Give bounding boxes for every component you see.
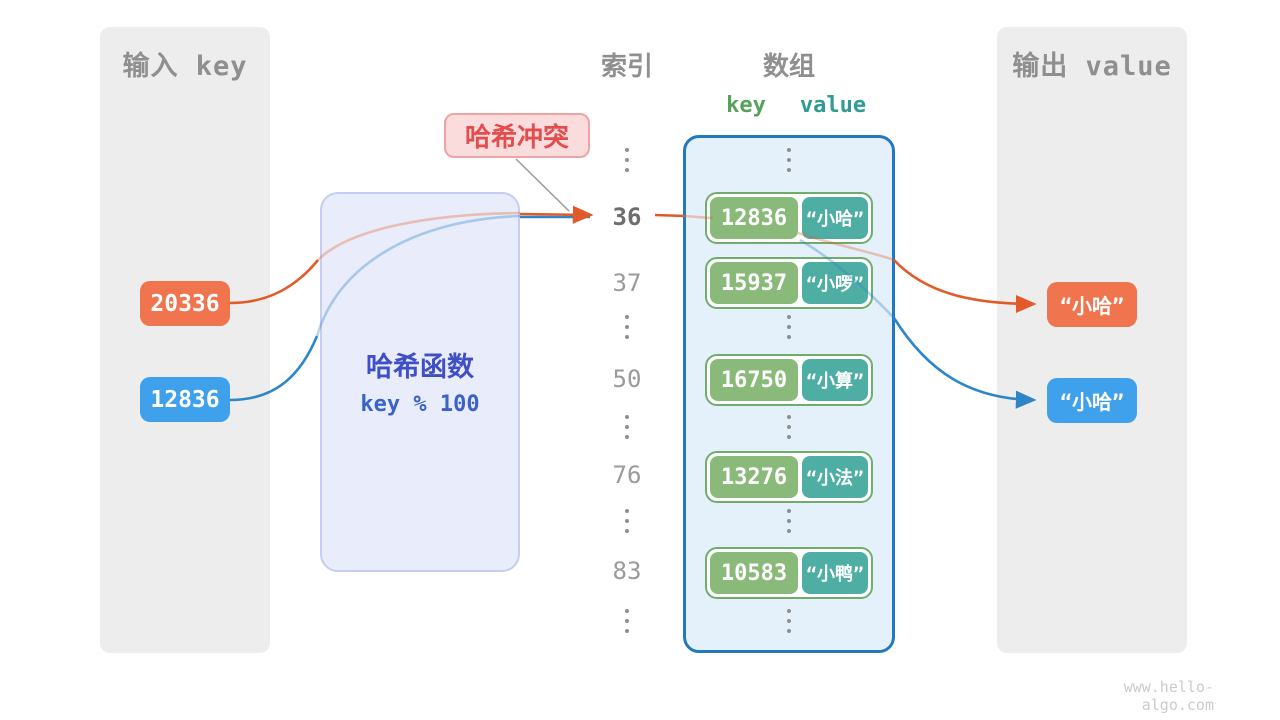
array-pair-1: 15937 “小啰” <box>705 257 873 309</box>
vertical-ellipsis-icon <box>784 415 794 439</box>
collision-pointer-line <box>515 158 570 212</box>
array-pair-0: 12836 “小哈” <box>705 192 873 244</box>
vertical-ellipsis-icon <box>622 609 632 633</box>
pair-key: 13276 <box>710 456 798 498</box>
index-column-title: 索引 <box>600 52 653 82</box>
pair-value: “小哈” <box>802 197 868 239</box>
pair-value: “小法” <box>802 456 868 498</box>
pair-key: 10583 <box>710 552 798 594</box>
watermark: www.hello-algo.com <box>1123 678 1214 714</box>
index-value-37: 37 <box>612 269 642 297</box>
array-pair-3: 13276 “小法” <box>705 451 873 503</box>
flow-arrow-to-index-36 <box>519 205 594 224</box>
vertical-ellipsis-icon <box>622 315 632 339</box>
vertical-ellipsis-icon <box>784 148 794 172</box>
vertical-ellipsis-icon <box>784 315 794 339</box>
output-value-blue: “小哈” <box>1047 378 1137 423</box>
pair-value: “小鸭” <box>802 552 868 594</box>
pair-key: 15937 <box>710 262 798 304</box>
hash-function-title: 哈希函数 <box>366 352 474 383</box>
array-pair-2: 16750 “小算” <box>705 354 873 406</box>
hash-function-box <box>320 192 520 572</box>
index-value-83: 83 <box>612 557 642 585</box>
pair-value: “小算” <box>802 359 868 401</box>
value-header: value <box>799 93 867 118</box>
input-key-12836: 12836 <box>140 377 230 422</box>
pair-key: 16750 <box>710 359 798 401</box>
vertical-ellipsis-icon <box>622 148 632 172</box>
hash-collision-label: 哈希冲突 <box>444 113 590 158</box>
pair-value: “小啰” <box>802 262 868 304</box>
vertical-ellipsis-icon <box>784 509 794 533</box>
input-key-20336: 20336 <box>140 281 230 326</box>
key-header: key <box>726 93 766 118</box>
index-value-36: 36 <box>612 203 642 231</box>
vertical-ellipsis-icon <box>622 509 632 533</box>
input-panel-title: 输入 key <box>122 51 248 82</box>
index-value-50: 50 <box>612 365 642 393</box>
index-value-76: 76 <box>612 461 642 489</box>
array-column-title: 数组 <box>762 52 815 82</box>
array-pair-4: 10583 “小鸭” <box>705 547 873 599</box>
output-value-orange: “小哈” <box>1047 282 1137 327</box>
hash-function-formula: key % 100 <box>360 392 480 417</box>
vertical-ellipsis-icon <box>622 415 632 439</box>
pair-key: 12836 <box>710 197 798 239</box>
input-panel <box>100 27 270 653</box>
vertical-ellipsis-icon <box>784 609 794 633</box>
output-panel <box>997 27 1187 653</box>
output-panel-title: 输出 value <box>1012 51 1172 82</box>
